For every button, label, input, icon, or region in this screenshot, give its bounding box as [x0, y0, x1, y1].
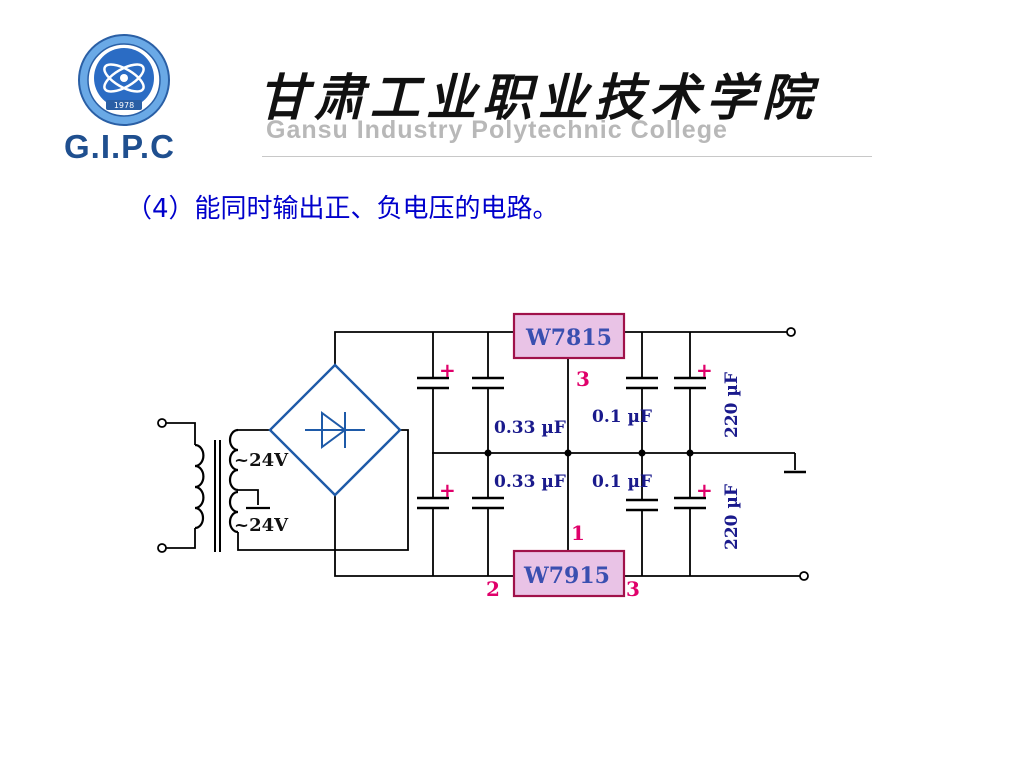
college-chinese-name: 甘肃工业职业技术学院	[258, 68, 818, 127]
regulator-top-label: W7815	[525, 325, 612, 351]
regulator-w7915: W7915	[512, 549, 626, 598]
diode-icon	[321, 411, 347, 449]
slide-heading: （4）能同时输出正、负电压的电路。	[126, 194, 559, 224]
pin-bottom-2: 2	[486, 577, 500, 601]
header-divider	[262, 156, 872, 157]
bridge-rectifier	[268, 363, 402, 497]
cap-input-bottom-value: 0.33 µF	[494, 472, 566, 492]
pin-bottom-1: 1	[571, 521, 585, 545]
college-english-name: Gansu Industry Polytechnic College	[266, 116, 728, 144]
regulator-w7815: W7815	[512, 312, 626, 360]
capacitor-plates	[417, 376, 706, 512]
transformer-top-voltage: ~24V	[234, 450, 289, 471]
logo-year: 1978	[114, 101, 134, 110]
plus-sign: +	[696, 478, 713, 502]
plus-sign: +	[439, 478, 456, 502]
transformer-bottom-voltage: ~24V	[234, 515, 289, 536]
cap-output-top-value: 0.1 µF	[592, 407, 652, 427]
wires	[157, 327, 809, 581]
plus-sign: +	[439, 358, 456, 382]
junction-dots	[484, 449, 694, 457]
cap-input-top-value: 0.33 µF	[494, 418, 566, 438]
college-seal-icon: 1978	[78, 34, 170, 126]
cap-output-bottom-value: 0.1 µF	[592, 472, 652, 492]
pin-top-3: 3	[576, 367, 590, 391]
plus-sign: +	[696, 358, 713, 382]
pin-bottom-3: 3	[626, 577, 640, 601]
college-logo: 1978	[62, 22, 212, 172]
college-abbreviation: G.I.P.C	[64, 128, 175, 165]
cap-big-top-value: 220 µF	[722, 372, 742, 438]
circuit-labels: ~24V ~24V 0.33 µF 0.33 µF 0.1 µF 0.1 µF …	[234, 358, 742, 601]
regulator-bottom-label: W7915	[523, 563, 610, 589]
cap-big-bottom-value: 220 µF	[722, 484, 742, 550]
